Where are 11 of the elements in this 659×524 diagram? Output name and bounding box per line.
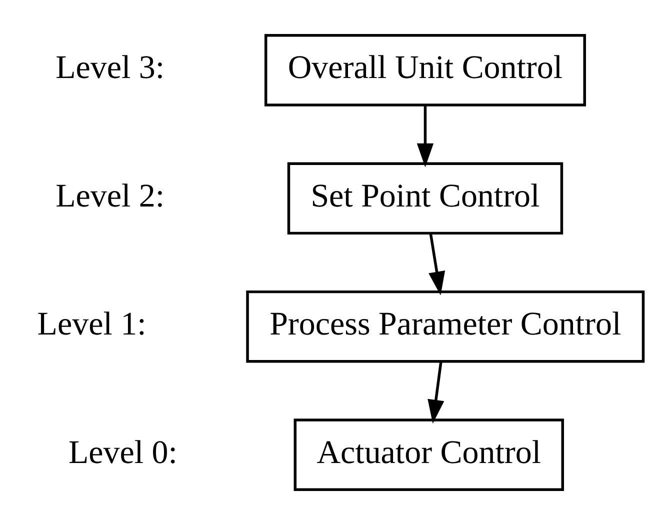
- node-box: Overall Unit Control: [264, 33, 586, 106]
- arrow: [416, 104, 434, 167]
- label: Level 3:: [56, 50, 165, 86]
- arrow: [428, 232, 446, 295]
- label: Level 2:: [56, 178, 165, 214]
- arrow: [428, 361, 444, 424]
- node-box: Process Parameter Control: [246, 290, 645, 362]
- node-box: Actuator Control: [294, 418, 564, 491]
- label: Level 1:: [37, 306, 146, 342]
- label: Level 0:: [68, 434, 178, 470]
- node-box: Set Point Control: [287, 162, 564, 234]
